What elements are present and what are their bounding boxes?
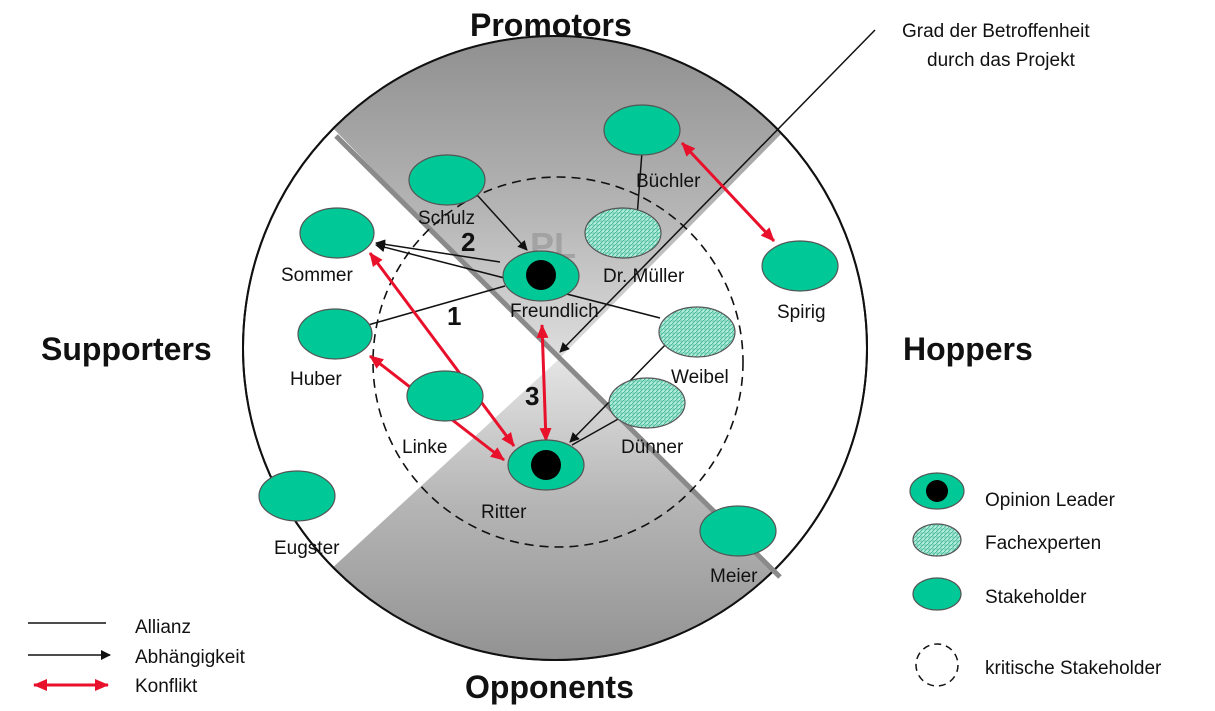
opponent-sector — [320, 360, 790, 660]
region-number-3: 3 — [525, 381, 539, 411]
quadrant-label-promotors: Promotors — [470, 7, 632, 43]
label-ritter: Ritter — [481, 502, 527, 523]
opinion-leader-dot-freundlich — [526, 260, 556, 290]
stakeholder-node-spirig[interactable] — [761, 240, 839, 292]
legend-allianz-label: Allianz — [135, 617, 191, 638]
stakeholder-node-eugster[interactable] — [258, 470, 336, 522]
label-meier: Meier — [710, 566, 758, 587]
quadrant-label-supporters: Supporters — [41, 331, 212, 367]
shaded-sectors — [320, 36, 790, 660]
stakeholder-node-schulz[interactable] — [408, 154, 486, 206]
node-legend: Opinion Leader Fachexperten Stakeholder … — [909, 472, 1162, 687]
legend-stakeholder-label: Stakeholder — [985, 587, 1087, 608]
label-spirig: Spirig — [777, 302, 826, 323]
legend-abhaengigkeit-label: Abhängigkeit — [135, 647, 246, 668]
label-weibel: Weibel — [671, 367, 729, 388]
legend-stakeholder-icon — [912, 577, 962, 611]
quadrant-label-hoppers: Hoppers — [903, 331, 1033, 367]
label-dr-mueller: Dr. Müller — [603, 266, 685, 287]
stakeholder-node-sommer[interactable] — [299, 207, 375, 259]
legend-konflikt-label: Konflikt — [135, 676, 198, 697]
stakeholder-node-linke[interactable] — [406, 370, 484, 422]
promotor-sector — [320, 36, 790, 360]
region-number-1: 1 — [447, 301, 461, 331]
legend-fachexperten-label: Fachexperten — [985, 533, 1101, 554]
stakeholder-node-meier[interactable] — [699, 505, 777, 557]
stakeholder-node-duenner[interactable] — [608, 377, 686, 429]
label-huber: Huber — [290, 369, 342, 390]
stakeholder-node-dr-mueller[interactable] — [584, 207, 662, 259]
label-duenner: Dünner — [621, 437, 684, 458]
label-freundlich: Freundlich — [510, 301, 599, 322]
label-linke: Linke — [402, 437, 447, 458]
label-sommer: Sommer — [281, 265, 353, 286]
region-number-2: 2 — [461, 227, 475, 257]
stakeholder-node-buechler[interactable] — [603, 104, 681, 156]
stakeholder-node-weibel[interactable] — [658, 306, 736, 358]
relation-legend: Allianz Abhängigkeit Konflikt — [28, 617, 246, 697]
legend-fachexperten-icon — [912, 523, 962, 557]
stakeholder-labels: Büchler Schulz Dr. Müller Sommer Freundl… — [274, 171, 826, 587]
axis-caption-line-2: durch das Projekt — [927, 50, 1076, 71]
critical-stakeholder-circle — [372, 176, 744, 548]
label-buechler: Büchler — [636, 171, 701, 192]
quadrant-label-opponents: Opponents — [465, 669, 634, 705]
opinion-leader-dot-ritter — [531, 450, 561, 480]
sector-divider — [334, 134, 782, 579]
legend-kritische-icon — [915, 643, 959, 687]
stakeholder-node-huber[interactable] — [297, 308, 373, 360]
legend-opinion-leader-label: Opinion Leader — [985, 490, 1116, 511]
label-eugster: Eugster — [274, 538, 340, 559]
label-schulz: Schulz — [418, 208, 475, 229]
stakeholder-nodes — [258, 104, 839, 557]
legend-kritische-label: kritische Stakeholder — [985, 658, 1162, 679]
axis-caption-line-1: Grad der Betroffenheit — [902, 21, 1090, 42]
